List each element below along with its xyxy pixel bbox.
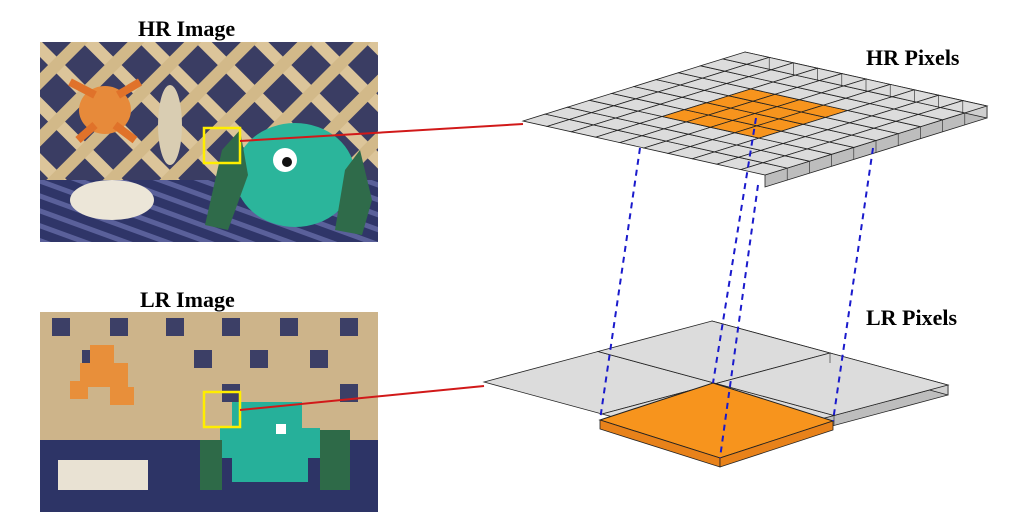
lr-connector-line <box>239 385 485 411</box>
hr-connector-line <box>239 123 524 142</box>
projection-lines <box>599 117 874 459</box>
hr-photo <box>40 42 378 242</box>
hr-pixel-cell <box>939 100 989 114</box>
projection-line-3 <box>832 147 874 422</box>
lr-pixels-label: LR Pixels <box>866 305 958 330</box>
lr-photo <box>40 312 378 512</box>
projection-line-2 <box>712 117 757 384</box>
hr-image-title: HR Image <box>138 16 236 41</box>
lr-pixel-cell <box>714 352 950 416</box>
lr-image-title: LR Image <box>140 287 235 312</box>
hr-pixels-label: HR Pixels <box>866 45 960 70</box>
lr-pixel-grid <box>482 320 950 468</box>
hr-selection-box <box>202 126 242 165</box>
hr-pixel-grid <box>521 51 989 188</box>
projection-line-1 <box>599 147 641 421</box>
projection-line-4 <box>719 184 759 459</box>
